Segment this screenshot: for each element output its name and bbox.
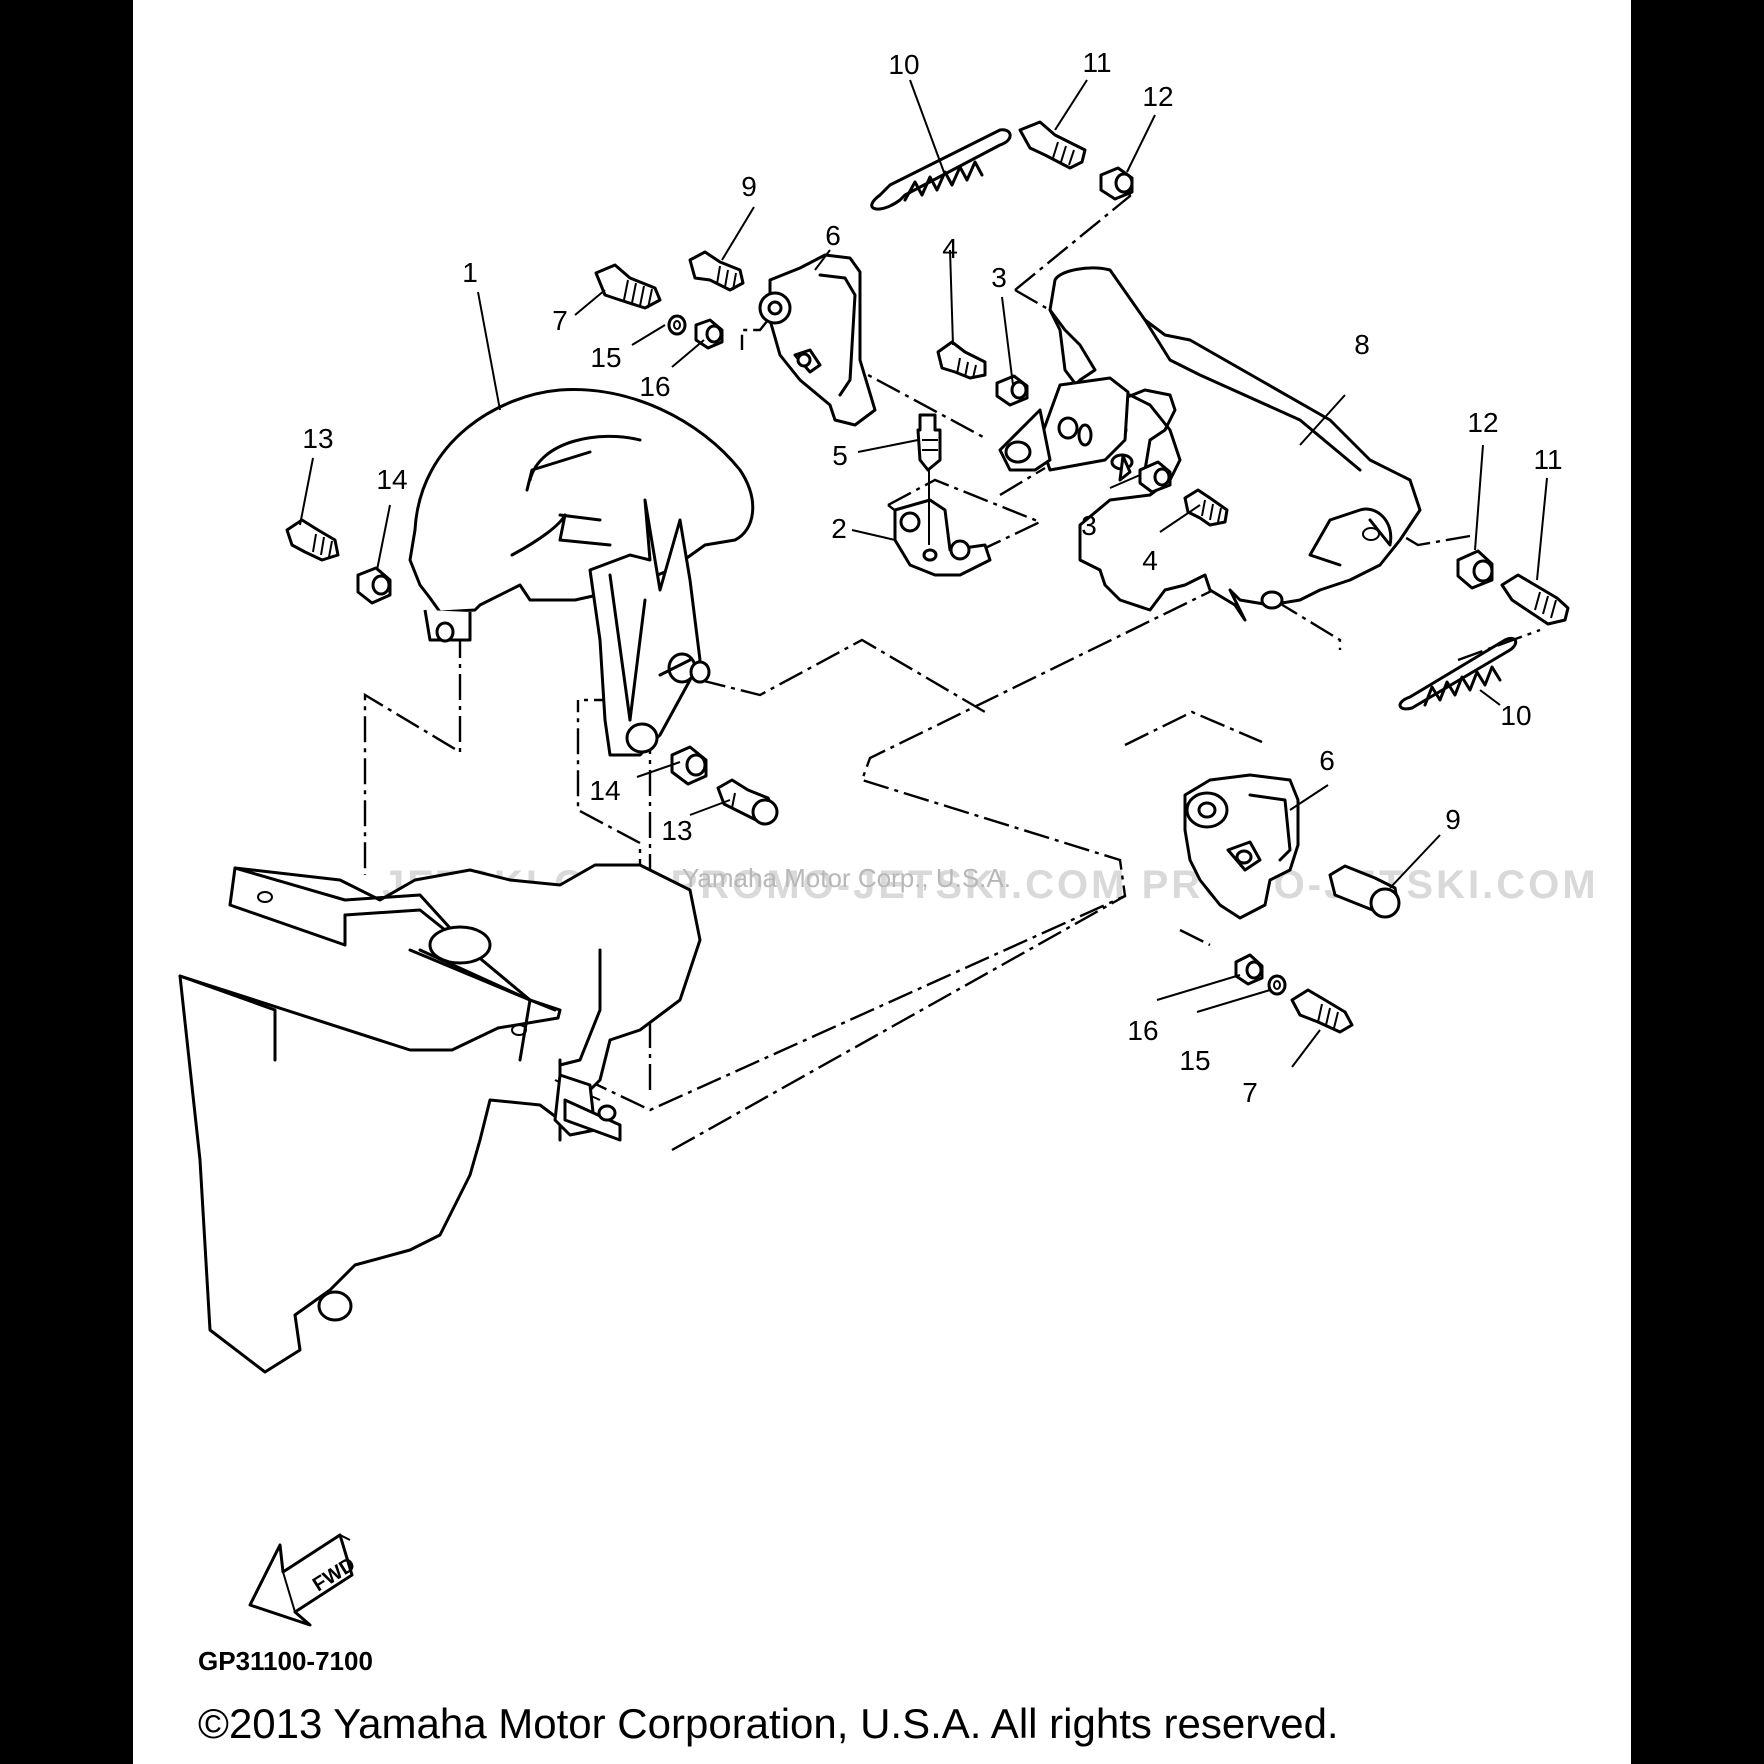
engine-block <box>178 863 702 1374</box>
callout-3-upper: 3 <box>991 262 1007 293</box>
callout-labels: 1 2 3 3 4 4 5 6 6 7 7 8 9 9 10 10 11 11 … <box>302 47 1562 1108</box>
callout-13-upper: 13 <box>302 423 333 454</box>
part-2-plate <box>893 498 992 577</box>
callout-12-upper: 12 <box>1142 81 1173 112</box>
callout-9-lower: 9 <box>1445 804 1461 835</box>
callout-10-lower: 10 <box>1500 700 1531 731</box>
collars <box>356 166 1494 996</box>
callout-6-upper: 6 <box>825 220 841 251</box>
part-6-lower-bracket <box>1183 773 1300 920</box>
callout-13-lower: 13 <box>661 815 692 846</box>
diagram-code: GP31100-7100 <box>198 1646 373 1676</box>
callout-5: 5 <box>832 440 848 471</box>
callout-15-lower: 15 <box>1179 1045 1210 1076</box>
callout-9-upper: 9 <box>741 171 757 202</box>
callout-1: 1 <box>462 257 478 288</box>
callout-2: 2 <box>831 513 847 544</box>
callout-16-upper: 16 <box>639 371 670 402</box>
part-10-springs <box>870 128 1518 711</box>
callout-15-upper: 15 <box>590 342 621 373</box>
copyright-notice: ©2013 Yamaha Motor Corporation, U.S.A. A… <box>198 1700 1339 1747</box>
callout-7-upper: 7 <box>552 305 568 336</box>
callout-12-lower: 12 <box>1467 407 1498 438</box>
callout-8: 8 <box>1354 329 1370 360</box>
callout-14-lower: 14 <box>589 775 620 806</box>
callout-16-lower: 16 <box>1127 1015 1158 1046</box>
callout-3-lower: 3 <box>1081 510 1097 541</box>
callout-14-upper: 14 <box>376 464 407 495</box>
callout-11-upper: 11 <box>1082 47 1111 78</box>
callout-4-upper: 4 <box>942 233 958 264</box>
callout-11-lower: 11 <box>1533 444 1562 475</box>
part-1-cover <box>408 388 755 757</box>
callout-7-lower: 7 <box>1242 1077 1258 1108</box>
part-8-bracket <box>998 266 1422 622</box>
fwd-arrow-icon: FWD <box>248 1533 359 1627</box>
callout-4-lower: 4 <box>1142 545 1158 576</box>
callout-10-upper: 10 <box>888 49 919 80</box>
bolts <box>285 120 1570 1034</box>
part-5-grease-nipple <box>916 413 942 545</box>
watermark-overlay: Yamaha Motor Corp., U.S.A. <box>682 863 1011 893</box>
part-6-upper-bracket <box>758 253 877 427</box>
assembly-lines <box>363 189 1541 1152</box>
leader-lines <box>299 79 1548 1068</box>
callout-6-lower: 6 <box>1319 745 1335 776</box>
